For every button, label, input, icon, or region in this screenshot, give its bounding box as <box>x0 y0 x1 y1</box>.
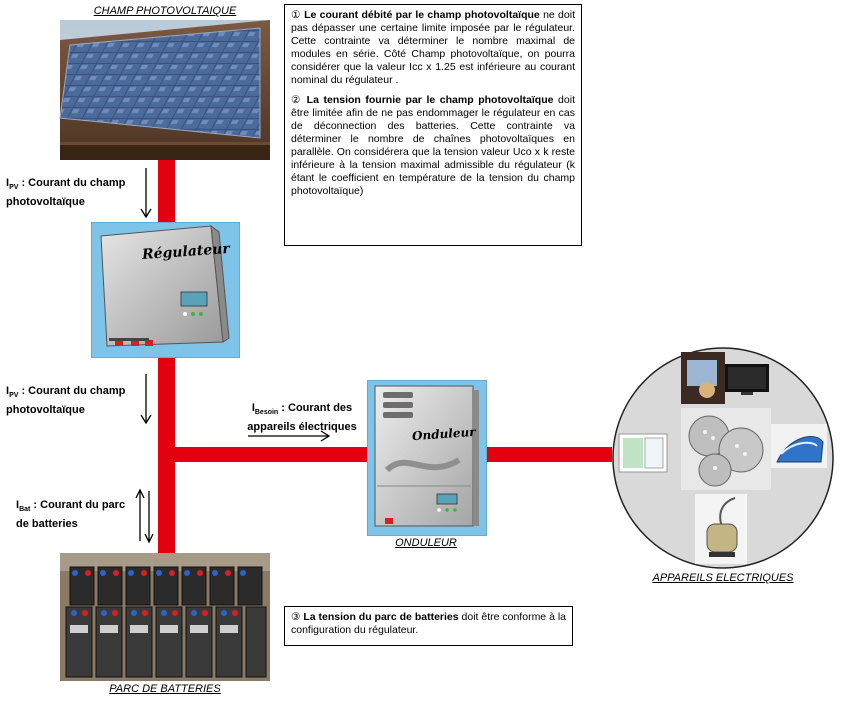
note-heading: Le courant débité par le champ photovolt… <box>304 9 540 21</box>
inverter-caption: ONDULEUR <box>395 537 457 549</box>
note-body: doit être limitée afin de ne pas endomma… <box>291 94 575 197</box>
wire-pv-to-regulator <box>158 158 175 222</box>
ibat-description: : Courant du parc de batteries <box>16 499 126 531</box>
ipv-description: : Courant du champ photovoltaïque <box>6 177 126 209</box>
appliances-circle <box>612 347 834 569</box>
note-body: ne doit pas dépasser une certaine limite… <box>291 9 575 86</box>
inverter-device <box>374 385 479 527</box>
pv-field-image <box>59 20 270 160</box>
ibesoin-symbol: I <box>251 402 255 414</box>
ibesoin-description: : Courant des appareils électriques <box>247 402 357 434</box>
note-box-pv-constraints: ① Le courant débité par le champ photovo… <box>284 4 582 246</box>
pv-field-caption: CHAMP PHOTOVOLTAIQUE <box>93 5 237 17</box>
ibesoin-arrow <box>248 430 331 442</box>
batteries-caption: PARC DE BATTERIES <box>109 683 221 695</box>
ipv-subscript: PV <box>9 184 19 192</box>
ipv-label-top: IPV : Courant du champ photovoltaïque <box>6 176 146 209</box>
note-number: ③ <box>291 611 301 623</box>
note-number: ① <box>291 9 301 21</box>
note-body: doit être conforme à la configuration du… <box>291 611 567 636</box>
ipv-description: : Courant du champ photovoltaïque <box>6 385 126 417</box>
ipv-label-middle: IPV : Courant du champ photovoltaïque <box>6 384 146 417</box>
ipv-symbol: I <box>6 177 10 189</box>
ibesoin-label: IBesoin : Courant des appareils électriq… <box>240 401 364 434</box>
ipv-arrow-top <box>140 168 152 219</box>
ipv-subscript: PV <box>9 392 19 400</box>
ibat-subscript: Bat <box>19 506 31 514</box>
ipv-symbol: I <box>6 385 10 397</box>
wire-inverter-to-appliances <box>484 447 612 462</box>
note-heading: La tension du parc de batteries <box>303 611 459 623</box>
ibat-symbol: I <box>16 499 20 511</box>
note-heading: La tension fournie par le champ photovol… <box>306 94 554 106</box>
appliances-caption: APPAREILS ELECTRIQUES <box>652 572 794 584</box>
note-box-battery-voltage: ③ La tension du parc de batteries doit ê… <box>284 606 573 646</box>
ibesoin-subscript: Besoin <box>254 409 279 417</box>
ibat-double-arrow <box>135 488 154 544</box>
note-number: ② <box>291 94 303 106</box>
note-current-constraint: ① Le courant débité par le champ photovo… <box>291 9 575 87</box>
ipv-arrow-middle <box>140 374 152 425</box>
note-voltage-constraint: ② La tension fournie par le champ photov… <box>291 94 575 198</box>
batteries-image <box>60 553 270 681</box>
ibat-label: IBat : Courant du parc de batteries <box>16 498 134 531</box>
note-battery-constraint: ③ La tension du parc de batteries doit ê… <box>291 611 566 637</box>
wire-bus-to-inverter <box>158 447 370 462</box>
regulator-device <box>100 224 230 347</box>
